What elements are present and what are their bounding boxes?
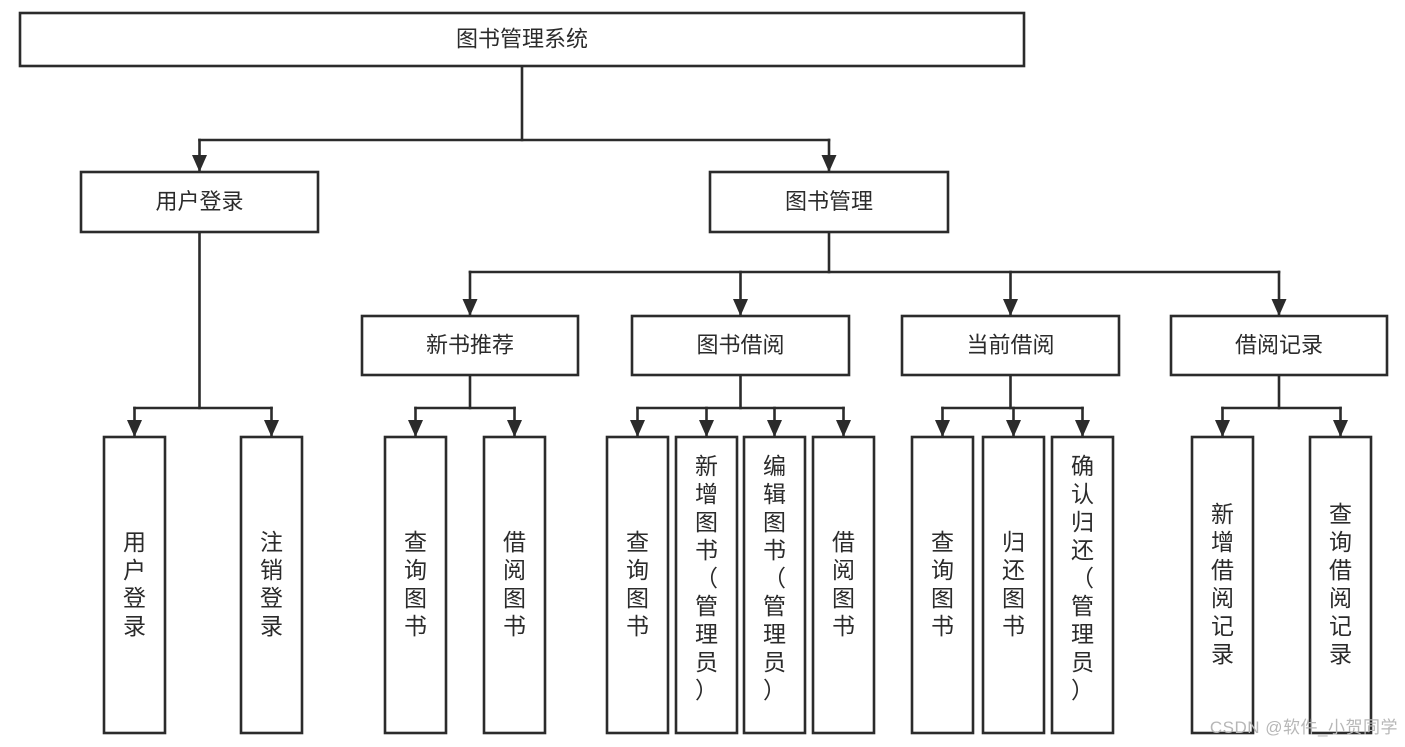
leaf-add-book-admin-rect (674, 435, 739, 735)
conn-newbook-arrow-0 (408, 420, 423, 437)
leaf-borrow-book[interactable]: 借阅图书 (811, 435, 876, 735)
leaf-query-borrow-record-rect (1308, 435, 1373, 735)
leaf-add-borrow-record[interactable]: 新增借阅记录 (1190, 435, 1255, 735)
leaf-query-borrow-record[interactable]: 查询借阅记录 (1308, 435, 1373, 735)
user-login-box-rect (79, 170, 320, 234)
conn-bookmgmt-arrow-2 (1003, 299, 1018, 316)
conn-currentborrow-arrow-0 (935, 420, 950, 437)
leaf-user-login-rect (102, 435, 167, 735)
leaf-add-book-admin-label: 新增图书（管理员） (695, 453, 718, 703)
leaf-user-logout[interactable]: 注销登录 (239, 435, 304, 735)
book-borrow-box-label: 图书借阅 (696, 332, 784, 357)
leaf-query-borrow-record-label: 查询借阅记录 (1329, 501, 1352, 667)
leaf-confirm-return-admin[interactable]: 确认归还（管理员） (1050, 435, 1115, 735)
conn-userlogin-arrow-0 (127, 420, 142, 437)
new-book-recommend-box-label: 新书推荐 (426, 332, 514, 357)
current-borrow-box-rect (900, 314, 1121, 377)
user-login-box-label: 用户登录 (155, 189, 243, 214)
leaf-add-borrow-record-rect (1190, 435, 1255, 735)
leaf-query-book-recommend[interactable]: 查询图书 (383, 435, 448, 735)
leaf-query-book-recommend-label: 查询图书 (404, 529, 427, 639)
user-login-box[interactable]: 用户登录 (79, 170, 320, 234)
leaf-borrow-book-recommend-rect (482, 435, 547, 735)
leaf-user-logout-label: 注销登录 (260, 529, 283, 639)
conn-bookborrow-arrow-2 (767, 420, 782, 437)
borrow-record-box[interactable]: 借阅记录 (1169, 314, 1389, 377)
borrow-record-box-label: 借阅记录 (1235, 332, 1323, 357)
leaf-add-borrow-record-label: 新增借阅记录 (1211, 501, 1234, 667)
conn-root-arrow-1 (821, 155, 837, 172)
borrow-record-box-rect (1169, 314, 1389, 377)
conn-borrowrecord-arrow-0 (1215, 420, 1230, 437)
leaf-query-book-current-rect (910, 435, 975, 735)
leaf-edit-book-admin-rect (742, 435, 807, 735)
book-borrow-box[interactable]: 图书借阅 (630, 314, 851, 377)
leaf-query-book-current[interactable]: 查询图书 (910, 435, 975, 735)
leaf-return-book-label: 归还图书 (1002, 529, 1025, 639)
conn-currentborrow-arrow-2 (1075, 420, 1090, 437)
leaf-query-book-recommend-rect (383, 435, 448, 735)
conn-bookmgmt-arrow-0 (462, 299, 478, 316)
current-borrow-box-label: 当前借阅 (966, 332, 1054, 357)
book-borrow-box-rect (630, 314, 851, 377)
leaf-query-book-borrow[interactable]: 查询图书 (605, 435, 670, 735)
new-book-recommend-box-rect (360, 314, 580, 377)
current-borrow-box[interactable]: 当前借阅 (900, 314, 1121, 377)
leaf-query-book-current-label: 查询图书 (931, 529, 954, 639)
leaf-edit-book-admin[interactable]: 编辑图书（管理员） (742, 435, 807, 735)
conn-borrowrecord-arrow-1 (1333, 420, 1348, 437)
title-box[interactable]: 图书管理系统 (18, 11, 1026, 68)
conn-bookmgmt-arrow-3 (1271, 299, 1287, 316)
conn-bookborrow-arrow-3 (836, 420, 851, 437)
book-management-box-label: 图书管理 (785, 189, 873, 214)
leaf-query-book-borrow-rect (605, 435, 670, 735)
conn-newbook-arrow-1 (507, 420, 522, 437)
conn-bookmgmt-arrow-1 (733, 299, 748, 316)
leaf-query-book-borrow-label: 查询图书 (626, 529, 649, 639)
conn-bookborrow-arrow-0 (630, 420, 645, 437)
csdn-watermark: CSDN @软件_小贺同学 (1210, 718, 1398, 737)
leaf-user-login[interactable]: 用户登录 (102, 435, 167, 735)
title-box-label: 图书管理系统 (456, 26, 588, 51)
leaf-borrow-book-recommend-label: 借阅图书 (503, 529, 526, 639)
leaf-borrow-book-recommend[interactable]: 借阅图书 (482, 435, 547, 735)
leaf-return-book[interactable]: 归还图书 (981, 435, 1046, 735)
leaf-borrow-book-label: 借阅图书 (832, 529, 855, 639)
conn-userlogin-arrow-1 (264, 420, 279, 437)
conn-root-arrow-0 (192, 155, 207, 172)
leaf-confirm-return-admin-label: 确认归还（管理员） (1071, 453, 1094, 703)
conn-currentborrow-arrow-1 (1006, 420, 1021, 437)
leaf-borrow-book-rect (811, 435, 876, 735)
leaf-user-login-label: 用户登录 (123, 529, 146, 639)
leaf-add-book-admin[interactable]: 新增图书（管理员） (674, 435, 739, 735)
book-management-box-rect (708, 170, 950, 234)
new-book-recommend-box[interactable]: 新书推荐 (360, 314, 580, 377)
leaf-confirm-return-admin-rect (1050, 435, 1115, 735)
leaf-user-logout-rect (239, 435, 304, 735)
title-box-rect (18, 11, 1026, 68)
leaf-edit-book-admin-label: 编辑图书（管理员） (763, 453, 786, 703)
conn-bookborrow-arrow-1 (699, 420, 714, 437)
book-management-box[interactable]: 图书管理 (708, 170, 950, 234)
leaf-return-book-rect (981, 435, 1046, 735)
